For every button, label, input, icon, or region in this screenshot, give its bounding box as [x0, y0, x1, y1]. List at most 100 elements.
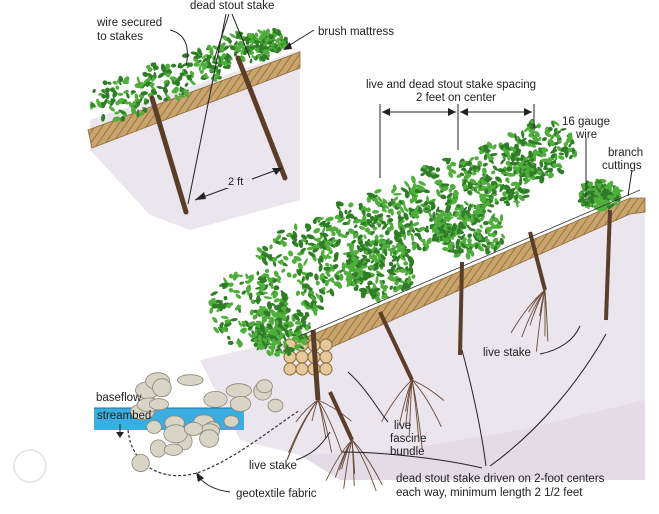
leaf: [316, 281, 320, 286]
spacing-arrowhead-1: [382, 108, 390, 116]
leaf: [474, 156, 480, 161]
leaf: [239, 275, 243, 277]
inset-detail: 2 ft: [88, 14, 314, 230]
leaf: [314, 273, 320, 281]
leaf: [506, 167, 513, 172]
leaf: [410, 175, 416, 184]
leaf: [347, 201, 354, 208]
leaf: [479, 224, 484, 229]
stone: [204, 391, 227, 407]
leaf: [92, 89, 96, 94]
label-wire-secured-1: wire secured: [96, 17, 162, 29]
leaf: [292, 272, 298, 279]
label-spacing-1: live and dead stout stake spacing: [366, 79, 536, 91]
streambed-arrow: [116, 432, 124, 438]
leaf: [393, 193, 402, 196]
label-spacing-2: 2 feet on center: [416, 92, 496, 104]
leaf: [490, 170, 496, 176]
stone: [268, 399, 283, 412]
stone: [164, 444, 182, 455]
fascine-stem: [296, 351, 308, 363]
stone: [226, 384, 251, 398]
leaf: [269, 244, 273, 250]
leaf: [184, 82, 189, 87]
stone: [164, 425, 188, 443]
label-gauge-2: wire: [575, 129, 597, 141]
leaf: [541, 136, 547, 142]
leaf: [280, 268, 286, 274]
leaf: [386, 214, 391, 217]
label-branch-2: cuttings: [602, 160, 642, 172]
leaf: [265, 269, 269, 273]
leaf: [402, 212, 409, 221]
label-baseflow: baseflow: [96, 392, 142, 404]
leaf: [263, 296, 272, 300]
leaf: [235, 293, 242, 300]
stone: [178, 375, 204, 386]
spacing-arrowhead-4: [524, 108, 532, 116]
spacing-arrowhead-2: [448, 108, 456, 116]
leaf: [108, 105, 116, 113]
leaf: [558, 152, 564, 155]
leaf: [440, 194, 447, 200]
leaf: [467, 238, 472, 244]
leaf: [287, 250, 294, 258]
leaf: [256, 271, 259, 275]
leaf: [324, 262, 329, 267]
leaf: [463, 200, 469, 206]
leaf: [411, 274, 416, 280]
leaf: [329, 288, 336, 297]
label-geotextile: geotextile fabric: [236, 488, 317, 500]
leaf: [123, 89, 130, 94]
leaf: [344, 209, 347, 214]
label-dead-stout-stake-top: dead stout stake: [190, 0, 274, 12]
leaf: [107, 81, 112, 85]
leaf: [435, 167, 440, 173]
label-dead-stout-bottom-2: each way, minimum length 2 1/2 feet: [396, 487, 583, 499]
fascine-stem: [320, 339, 332, 351]
spacing-arrowhead-3: [460, 108, 468, 116]
stone: [132, 454, 149, 471]
label-live-stake-left: live stake: [249, 460, 297, 472]
wire-secured-leader: [170, 30, 187, 66]
leaf: [374, 188, 383, 194]
stone: [147, 421, 162, 434]
stone: [150, 440, 166, 457]
leaf: [228, 341, 234, 346]
leaf: [230, 318, 237, 322]
leaf: [249, 58, 252, 63]
leaf: [102, 79, 109, 86]
two-ft-label: 2 ft: [228, 176, 243, 188]
label-fascine-2: fascine: [390, 433, 426, 445]
label-wire-secured-2: to stakes: [97, 31, 143, 43]
leaf: [379, 234, 384, 238]
geotextile-arrow: [196, 472, 204, 482]
leaf: [461, 168, 466, 171]
stone: [184, 422, 203, 435]
leaf: [212, 61, 219, 65]
stone: [200, 430, 219, 448]
margin-circle-bottom: [14, 450, 46, 482]
leaf: [487, 209, 492, 213]
leaf: [294, 223, 298, 230]
label-fascine-3: bundle: [390, 446, 425, 458]
stone: [257, 380, 273, 393]
leaf: [303, 258, 309, 267]
leaf: [403, 261, 408, 266]
leaf: [389, 285, 394, 290]
leaf: [506, 202, 510, 206]
dead-stake-1: [460, 262, 462, 355]
leaf: [353, 224, 358, 229]
leaf: [182, 53, 190, 58]
label-branch-1: branch: [608, 147, 643, 159]
leaf: [365, 206, 372, 213]
stone: [153, 379, 172, 397]
branch-cuttings-leader: [628, 170, 632, 196]
label-brush-mattress: brush mattress: [318, 26, 394, 38]
label-streambed: streambed: [97, 410, 151, 422]
leaf: [232, 290, 240, 294]
leaf: [239, 327, 248, 334]
leaf: [171, 64, 176, 68]
